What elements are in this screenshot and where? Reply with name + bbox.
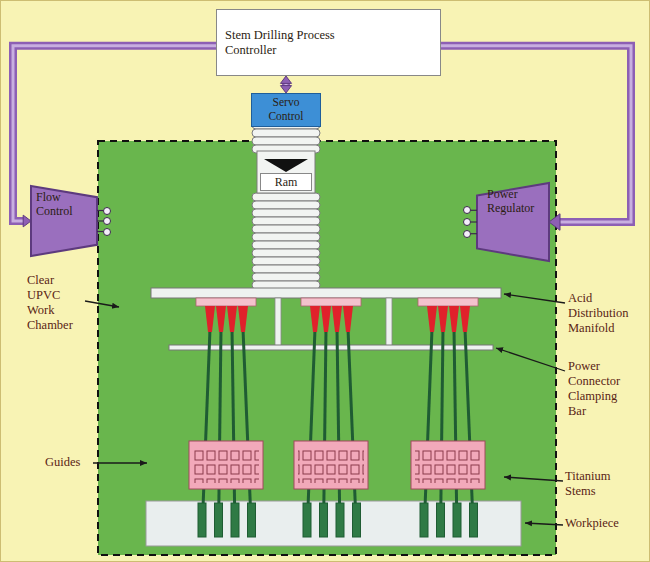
acid-nozzle — [427, 306, 437, 332]
signal-arrow — [280, 76, 291, 93]
drilled-hole — [231, 503, 239, 537]
terminal-dot — [103, 228, 111, 236]
drill-point — [264, 159, 308, 172]
titanium-stem — [243, 329, 252, 533]
signal-arrow — [13, 46, 216, 227]
titanium-stem — [441, 329, 444, 533]
bellows-fold — [252, 217, 320, 225]
drilled-hole — [353, 503, 361, 537]
titanium-stem — [324, 329, 327, 533]
bellows-fold — [252, 225, 320, 233]
acid-manifold — [151, 288, 501, 298]
node-text: Flow Control — [36, 190, 85, 219]
drilled-hole — [470, 503, 478, 537]
titanium-stem — [337, 329, 340, 533]
bellows-fold — [252, 193, 320, 201]
drilled-hole — [248, 503, 256, 537]
node-text: Ram — [275, 175, 298, 189]
bellows-fold — [252, 265, 320, 273]
terminal-dot — [103, 217, 111, 225]
bellows-fold — [252, 241, 320, 249]
part-label: Workpiece — [565, 516, 645, 531]
leader-lines — [85, 294, 565, 525]
guide-holes — [415, 447, 481, 483]
clamping-bar — [169, 345, 493, 350]
nozzle-block — [196, 298, 256, 306]
bellows-fold — [252, 129, 320, 137]
drilled-hole — [453, 503, 461, 537]
bellows-fold — [252, 273, 320, 281]
part-label: Guides — [45, 455, 95, 470]
titanium-stem — [348, 329, 357, 533]
acid-nozzle — [227, 306, 237, 332]
bellows-fold — [252, 257, 320, 265]
acid-nozzle — [438, 306, 448, 332]
terminal-dot — [463, 230, 471, 238]
guides — [189, 441, 485, 489]
acid-nozzle — [332, 306, 342, 332]
acid-nozzle — [238, 306, 248, 332]
drilled-hole — [198, 503, 206, 537]
titanium-stem — [232, 329, 235, 533]
drilled-hole — [420, 503, 428, 537]
acid-nozzle — [205, 306, 215, 332]
ram-bellows — [252, 121, 320, 289]
titanium-stems — [196, 298, 478, 537]
manifold-post — [275, 298, 281, 346]
part-label: Titanium Stems — [565, 469, 631, 499]
titanium-stem — [465, 329, 474, 533]
node-text: Servo Control — [254, 96, 318, 124]
flow-control-box: Flow Control — [31, 186, 97, 256]
titanium-stem — [424, 329, 432, 533]
drilled-hole — [336, 503, 344, 537]
drilled-hole — [215, 503, 223, 537]
bellows-fold — [252, 201, 320, 209]
terminal-dot — [103, 207, 111, 215]
acid-nozzle — [321, 306, 331, 332]
work-chamber — [98, 141, 556, 555]
part-label: Acid Distribution Manifold — [568, 291, 644, 336]
drilled-hole — [437, 503, 445, 537]
stem-guide — [294, 441, 368, 489]
titanium-stem — [307, 329, 315, 533]
node-text: Power Regulator — [487, 187, 545, 216]
bellows-fold — [252, 137, 320, 145]
controller-box: Stem Drilling Process Controller — [216, 9, 441, 76]
workpiece — [146, 501, 521, 546]
servo-box: Servo Control — [251, 93, 321, 127]
part-label: Clear UPVC Work Chamber — [27, 273, 87, 333]
acid-nozzle — [460, 306, 470, 332]
part-label: Power Connector Clamping Bar — [568, 359, 634, 419]
drilled-hole — [320, 503, 328, 537]
manifold-post — [386, 298, 392, 346]
terminal-dot — [463, 218, 471, 226]
acid-nozzle — [310, 306, 320, 332]
nozzle-block — [418, 298, 478, 306]
bellows-fold — [252, 233, 320, 241]
drilled-hole — [303, 503, 311, 537]
bellows-fold — [252, 249, 320, 257]
acid-nozzle — [216, 306, 226, 332]
acid-nozzle — [449, 306, 459, 332]
nozzle-block — [301, 298, 361, 306]
guide-holes — [193, 447, 259, 483]
acid-nozzle — [343, 306, 353, 332]
titanium-stem — [454, 329, 457, 533]
ram-body — [257, 151, 315, 193]
titanium-stem — [219, 329, 222, 533]
node-text: Stem Drilling Process Controller — [225, 28, 355, 58]
guide-holes — [298, 447, 364, 483]
stem-guide — [411, 441, 485, 489]
power-regulator-box: Power Regulator — [477, 183, 549, 261]
stem-guide — [189, 441, 263, 489]
titanium-stem — [202, 329, 210, 533]
ram-box: Ram — [260, 173, 312, 191]
bellows-fold — [252, 209, 320, 217]
